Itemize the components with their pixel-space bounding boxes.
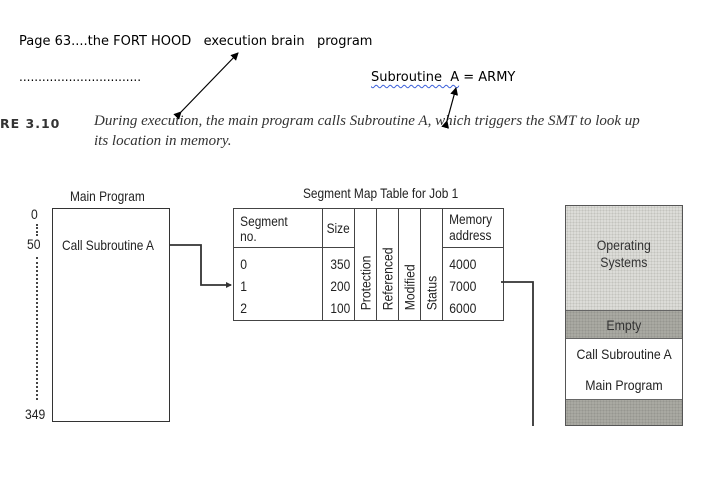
memory-map: Operating Systems Empty Call Subroutine … bbox=[565, 205, 683, 426]
note-subroutine: Subroutine A = ARMY bbox=[371, 70, 515, 85]
smt-to-memory-line bbox=[501, 281, 534, 426]
table-cell-memory-address: 4000 bbox=[449, 257, 477, 272]
table-cell-segment-no: 2 bbox=[240, 301, 248, 316]
os-label-line1: Operating bbox=[596, 237, 652, 253]
memory-segment-job: Call Subroutine A Main Program bbox=[566, 339, 682, 400]
memory-address-values: 4000 7000 6000 bbox=[442, 247, 504, 321]
address-tick-0: 0 bbox=[31, 207, 38, 222]
header-size-label: Size bbox=[326, 220, 351, 236]
table-cell-memory-address: 7000 bbox=[449, 279, 477, 294]
figure-label: RE 3.10 bbox=[0, 116, 61, 131]
address-tick-349: 349 bbox=[25, 407, 46, 422]
header-status: Status bbox=[420, 208, 443, 321]
size-value: 350 bbox=[330, 257, 351, 272]
header-modified-label: Modified bbox=[402, 264, 417, 311]
table-cell-segment-no: 1 bbox=[240, 279, 248, 294]
subroutine-meaning: = ARMY bbox=[459, 70, 516, 85]
table-cell-size: 100 bbox=[327, 298, 352, 320]
smt-title: Segment Map Table for Job 1 bbox=[303, 185, 459, 201]
smt-body-row: 0 1 2 350 200 100 4000 7000 6000 bbox=[233, 247, 504, 321]
header-protection: Protection bbox=[354, 208, 377, 321]
subroutine-term: Subroutine A bbox=[371, 70, 460, 85]
main-program-box bbox=[52, 208, 170, 422]
table-cell-size: 200 bbox=[327, 276, 352, 298]
table-cell-size: 350 bbox=[327, 254, 352, 276]
job-label-main-program: Main Program bbox=[585, 377, 663, 393]
address-dotted-line bbox=[36, 257, 38, 400]
size-value: 100 bbox=[330, 301, 351, 316]
memory-segment-free bbox=[566, 400, 682, 425]
os-label-line2: Systems bbox=[600, 254, 648, 270]
header-status-label: Status bbox=[424, 275, 439, 311]
memory-segment-empty: Empty bbox=[566, 311, 682, 339]
size-values: 350 200 100 bbox=[322, 247, 355, 321]
call-connector-line bbox=[170, 244, 232, 288]
memory-segment-operating-systems: Operating Systems bbox=[566, 206, 682, 311]
empty-label: Empty bbox=[606, 317, 642, 333]
address-dotted-line bbox=[36, 224, 38, 236]
note-title: Page 63....the FORT HOOD execution brain… bbox=[19, 34, 373, 49]
execution-annotation-arrow bbox=[173, 52, 239, 120]
header-referenced-label: Referenced bbox=[380, 247, 395, 311]
table-cell-memory-address: 6000 bbox=[449, 301, 477, 316]
header-referenced: Referenced bbox=[376, 208, 399, 321]
header-segment-no-line2: no. bbox=[240, 229, 257, 244]
job-label-call-subroutine: Call Subroutine A bbox=[576, 346, 672, 362]
header-segment-no-line1: Segment bbox=[240, 214, 288, 229]
header-size: Size bbox=[322, 208, 355, 248]
figure-caption: During execution, the main program calls… bbox=[94, 113, 640, 149]
note-dots: ................................ bbox=[19, 70, 142, 84]
table-cell-segment-no: 0 bbox=[240, 257, 248, 272]
header-memory-line1: Memory bbox=[449, 212, 493, 227]
header-modified: Modified bbox=[398, 208, 421, 321]
header-protection-label: Protection bbox=[358, 255, 373, 311]
main-program-call-line: Call Subroutine A bbox=[62, 237, 154, 253]
main-program-title: Main Program bbox=[70, 188, 145, 204]
address-tick-50: 50 bbox=[27, 237, 41, 252]
header-memory-line2: address bbox=[449, 228, 492, 243]
size-value: 200 bbox=[330, 279, 351, 294]
segment-no-values: 0 1 2 bbox=[233, 247, 323, 321]
